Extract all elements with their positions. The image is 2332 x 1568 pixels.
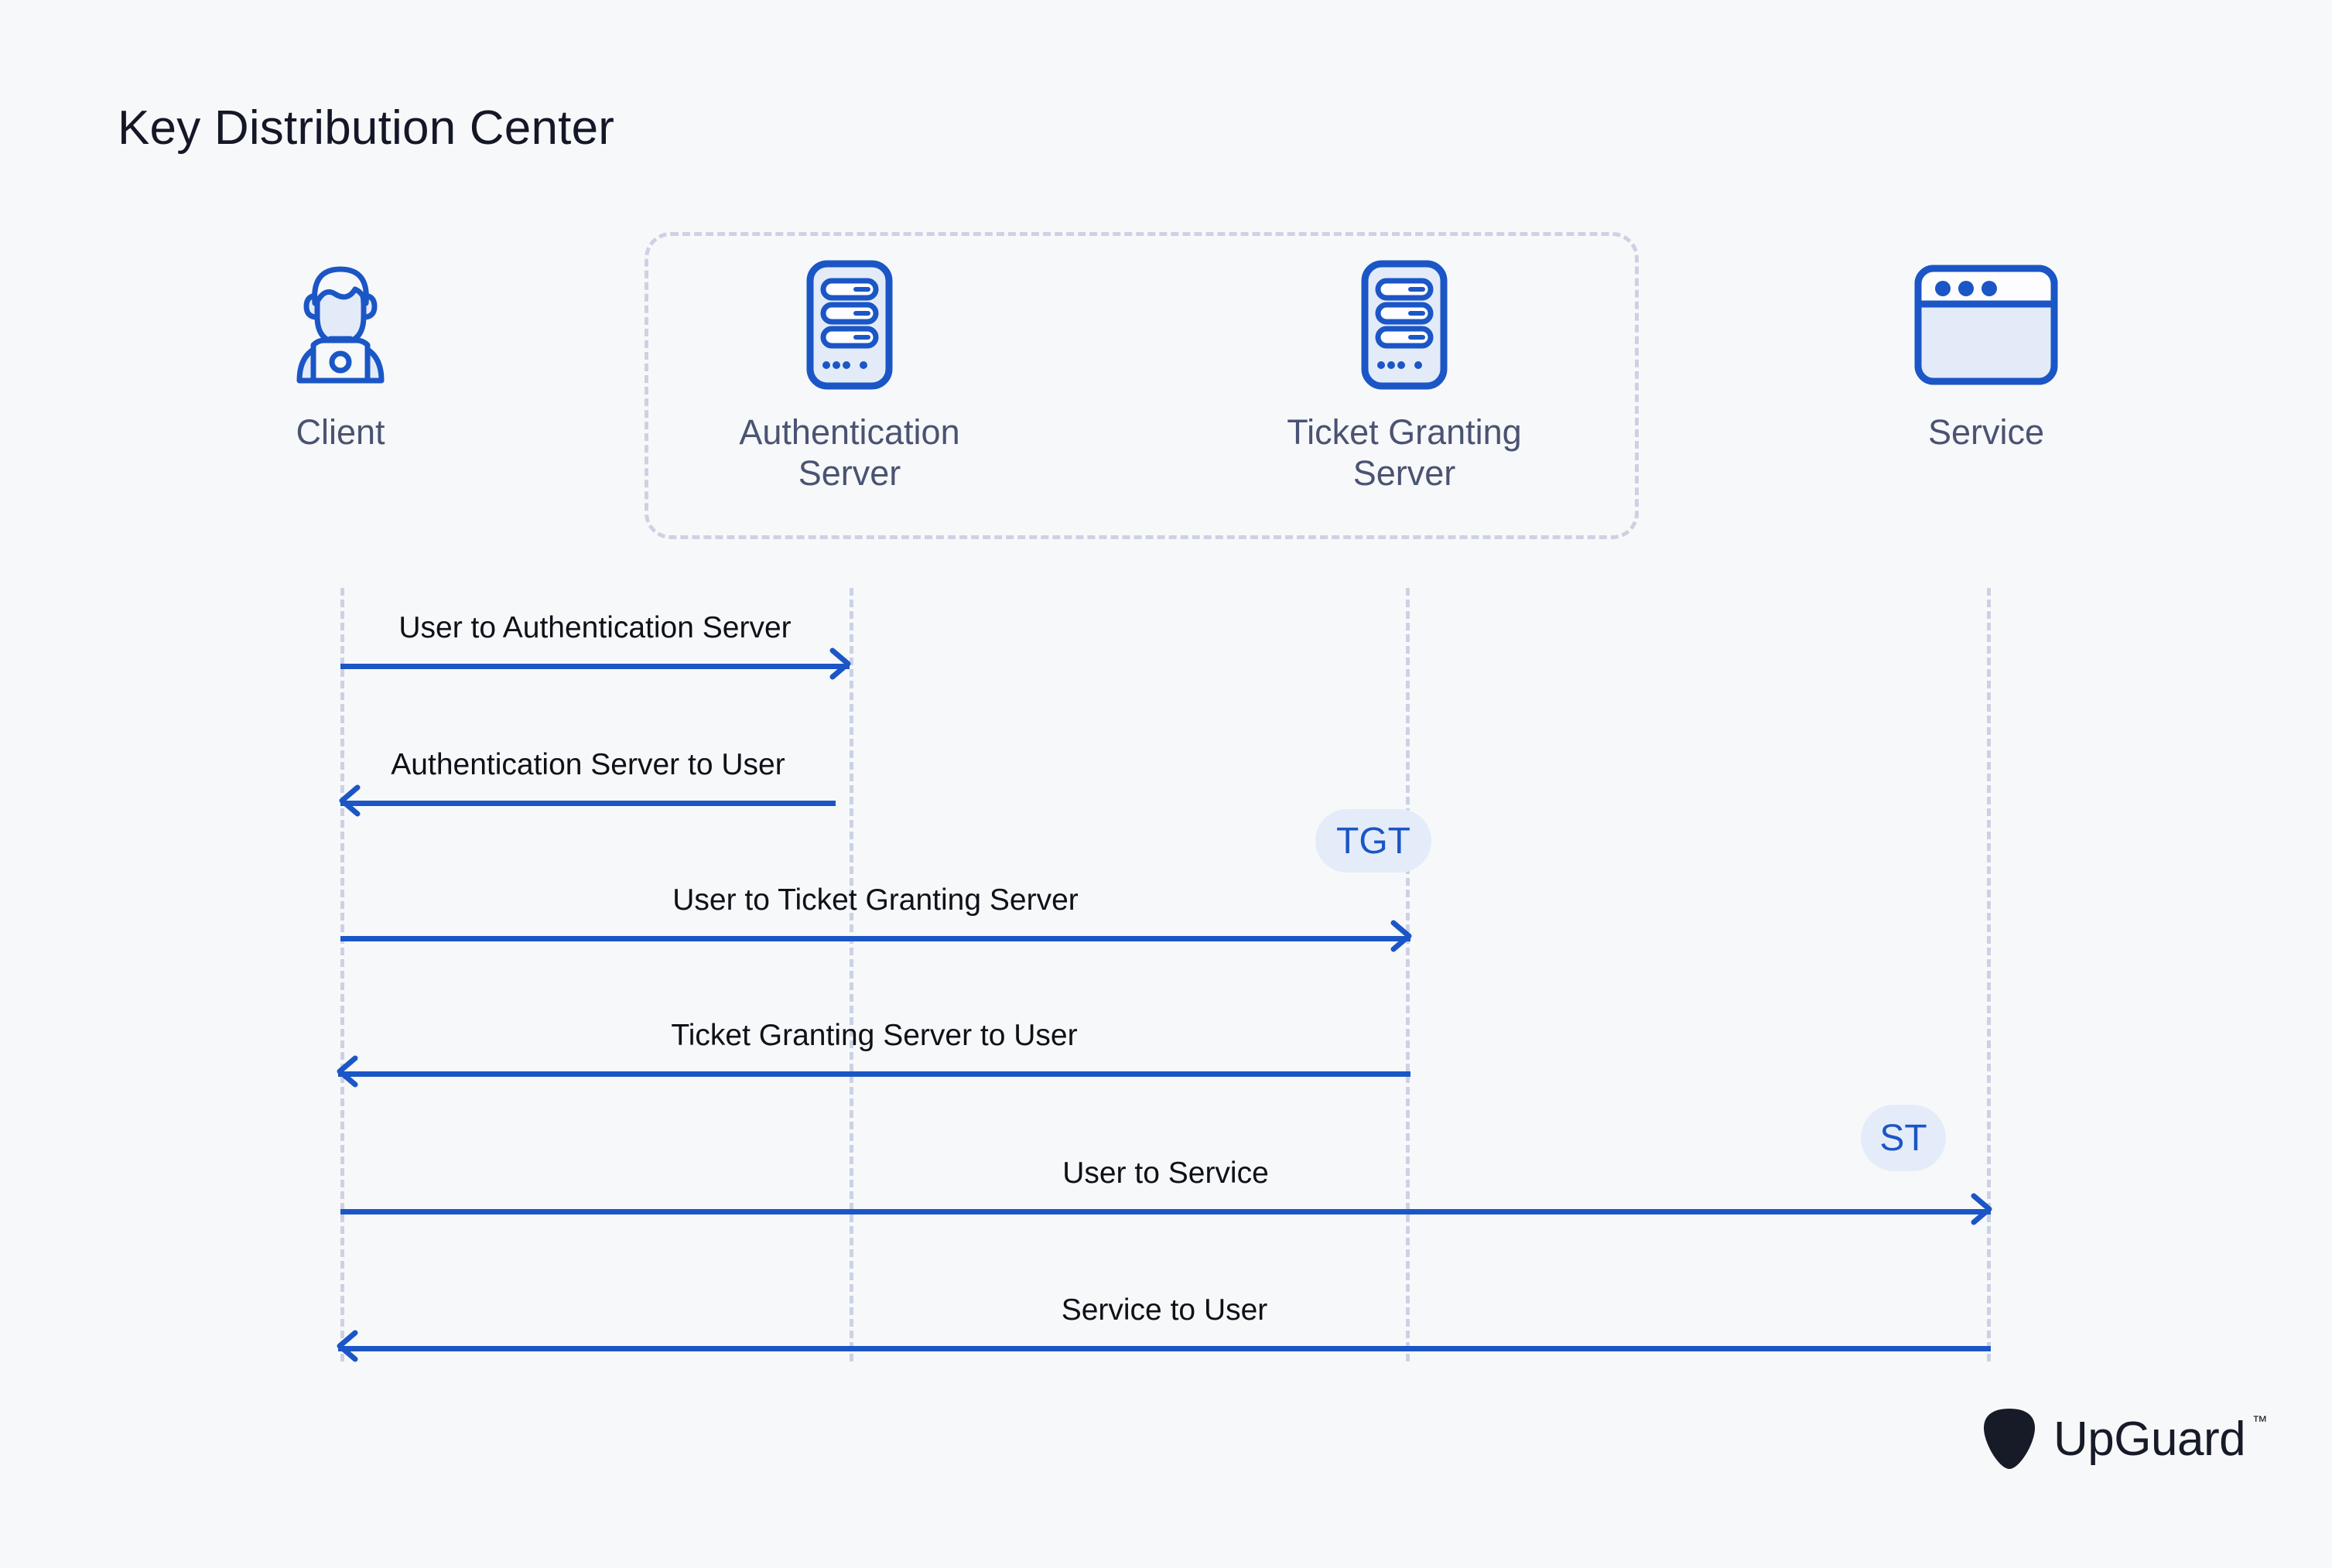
actor-label: Ticket Granting Server — [1265, 412, 1544, 494]
trademark-symbol: ™ — [2252, 1413, 2268, 1430]
actor-label-line1: Ticket Granting — [1287, 412, 1522, 452]
actor-label-line2: Server — [798, 453, 901, 494]
message-line — [338, 1071, 1410, 1077]
arrowhead-right-icon — [814, 643, 856, 685]
lifeline-client — [340, 588, 344, 1361]
upguard-logo: UpGuard ™ — [1982, 1406, 2268, 1471]
browser-window-icon — [1847, 255, 2125, 395]
badge-label: ST — [1879, 1117, 1927, 1159]
actor-label-line2: Server — [1352, 453, 1456, 494]
upguard-wordmark: UpGuard ™ — [2053, 1412, 2268, 1467]
kdc-group-boundary — [645, 232, 1639, 539]
status-badge-st: ST — [1861, 1105, 1946, 1171]
upguard-name: UpGuard — [2053, 1412, 2246, 1466]
message-label: User to Ticket Granting Server — [672, 883, 1079, 917]
server-icon — [710, 255, 989, 395]
badge-label: TGT — [1336, 820, 1410, 862]
upguard-shield-icon — [1982, 1406, 2036, 1471]
arrowhead-left-icon — [332, 1325, 374, 1367]
arrowhead-left-icon — [334, 780, 376, 822]
message-line — [340, 801, 836, 806]
actor-authentication-server[interactable]: Authentication Server — [710, 255, 989, 494]
server-icon — [1265, 255, 1544, 395]
arrowhead-left-icon — [332, 1050, 374, 1092]
arrowhead-right-icon — [1375, 915, 1417, 957]
message-line — [338, 1346, 1991, 1351]
actor-client[interactable]: Client — [201, 255, 480, 453]
actor-label: Service — [1927, 412, 2045, 452]
actor-label-line1: Authentication — [739, 412, 960, 452]
message-line — [340, 1209, 1991, 1214]
status-badge-tgt: TGT — [1315, 809, 1431, 873]
message-label: Service to User — [1061, 1293, 1268, 1327]
actor-ticket-granting-server[interactable]: Ticket Granting Server — [1265, 255, 1544, 494]
actor-label: Client — [296, 412, 385, 452]
message-label: User to Service — [1062, 1156, 1269, 1190]
actor-label: Authentication Server — [710, 412, 989, 494]
lifeline-tgs — [1406, 588, 1410, 1361]
page-title: Key Distribution Center — [118, 101, 615, 155]
lifeline-service — [1987, 588, 1991, 1361]
message-line — [340, 664, 850, 669]
message-line — [340, 936, 1410, 941]
message-label: User to Authentication Server — [398, 611, 792, 644]
user-avatar-icon — [201, 255, 480, 395]
message-label: Authentication Server to User — [391, 748, 785, 781]
arrowhead-right-icon — [1955, 1188, 1997, 1230]
actor-service[interactable]: Service — [1847, 255, 2125, 453]
lifeline-auth — [850, 588, 853, 1361]
message-label: Ticket Granting Server to User — [671, 1019, 1078, 1052]
